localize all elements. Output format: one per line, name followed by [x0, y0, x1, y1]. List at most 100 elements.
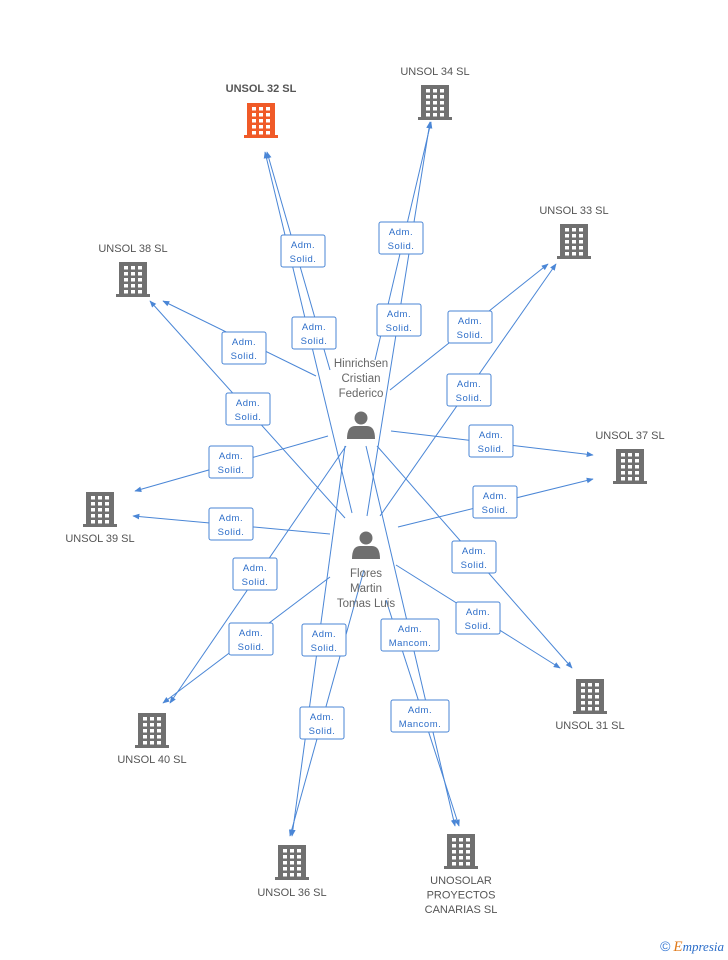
company-label: UNSOL 32 SL [226, 83, 297, 95]
building-icon [275, 845, 309, 880]
brand-name: mpresia [682, 939, 724, 954]
edge-role-badge[interactable]: Adm.Solid. [376, 303, 422, 337]
company-node-u33[interactable]: UNSOL 33 SL [539, 205, 609, 259]
company-label-line: PROYECTOS [427, 890, 496, 902]
edge-role-badge[interactable]: Adm.Solid. [472, 485, 518, 519]
edge-role-line-2: Solid. [290, 254, 317, 265]
building-icon [418, 85, 452, 120]
edge-role-badge[interactable]: Adm.Solid. [451, 540, 497, 574]
company-node-u38[interactable]: UNSOL 38 SL [98, 243, 168, 297]
company-label: UNSOL 36 SL [257, 887, 326, 899]
edge-labels-layer: Adm. Solid. Adm. Solid. Adm. Solid. Adm. Solid.… [208, 221, 518, 740]
edge-role-box [232, 557, 278, 591]
edge-role-badge[interactable]: Adm. Solid. [225, 392, 271, 426]
edge-role-box [451, 540, 497, 574]
edge-role-badge[interactable]: Adm.Solid. [447, 310, 493, 344]
edge-role-line-2: Solid. [242, 577, 269, 588]
edge-role-line-1: Adm. [457, 379, 481, 390]
edge-role-badge[interactable]: Adm.Mancom. [380, 618, 440, 652]
edge-role-line-1: Adm. [479, 430, 503, 441]
company-label: UNSOL 31 SL [555, 720, 624, 732]
building-icon [573, 679, 607, 714]
edge-role-line-1: Adm. [387, 309, 411, 320]
edge-role-box [378, 221, 424, 255]
edge-role-box [301, 623, 347, 657]
edge-role-line-2: Solid. [456, 393, 483, 404]
edge-role-box [280, 234, 326, 268]
company-label: UNSOL 39 SL [65, 533, 134, 545]
edge-role-line-1: Adm. [310, 712, 334, 723]
company-node-u31[interactable]: UNSOL 31 SL [555, 679, 625, 732]
edge-role-line-2: Solid. [388, 241, 415, 252]
edge-role-line-2: Solid. [457, 330, 484, 341]
edge-role-badge[interactable]: Adm. Solid. [468, 424, 514, 458]
company-node-u40[interactable]: UNSOL 40 SL [117, 713, 187, 766]
person-icon [352, 531, 380, 559]
edges-layer [132, 121, 594, 837]
edge-role-line-1: Adm. [389, 227, 413, 238]
edge-role-box [468, 424, 514, 458]
person-label-line: Flores [350, 568, 382, 580]
company-node-u39[interactable]: UNSOL 39 SL [65, 492, 135, 545]
building-icon [135, 713, 169, 748]
edge-role-line-2: Mancom. [399, 719, 442, 730]
edge-role-badge[interactable]: Adm. Solid. [232, 557, 278, 591]
edge-role-box [208, 445, 254, 479]
edge-role-box [225, 392, 271, 426]
edge-role-line-1: Adm. [219, 513, 243, 524]
edge-role-badge[interactable]: Adm.Solid. [291, 316, 337, 350]
edge-role-line-2: Solid. [309, 726, 336, 737]
edge-role-badge[interactable]: Adm.Solid. [228, 622, 274, 656]
edge-role-line-2: Solid. [478, 444, 505, 455]
edge-role-box [376, 303, 422, 337]
building-icon [244, 103, 278, 138]
edge-role-badge[interactable]: Adm. Solid. [299, 706, 345, 740]
edge-role-badge[interactable]: Adm.Solid. [208, 445, 254, 479]
edge-role-line-2: Solid. [231, 351, 258, 362]
edge-role-line-2: Solid. [218, 465, 245, 476]
brand-initial: E [673, 939, 683, 955]
edge-role-line-1: Adm. [291, 240, 315, 251]
edge-role-line-1: Adm. [236, 398, 260, 409]
company-label: UNSOL 37 SL [595, 430, 664, 442]
company-label: UNSOL 40 SL [117, 754, 186, 766]
edge-role-box [390, 699, 450, 733]
company-node-u37[interactable]: UNSOL 37 SL [595, 430, 665, 484]
edge-role-line-2: Solid. [238, 642, 265, 653]
company-label-line: CANARIAS SL [425, 904, 498, 916]
edge-role-line-1: Adm. [466, 607, 490, 618]
edge-role-badge[interactable]: Adm.Solid. [301, 623, 347, 657]
edge-role-line-1: Adm. [408, 705, 432, 716]
company-node-u32[interactable]: UNSOL 32 SL [226, 83, 297, 138]
brand-logo: ©Empresia [660, 938, 724, 956]
edge-role-box [291, 316, 337, 350]
edge-role-box [446, 373, 492, 407]
person-label-line: Tomas Luis [337, 598, 395, 610]
building-icon [83, 492, 117, 527]
company-node-unos[interactable]: UNOSOLAR PROYECTOS CANARIAS SL [425, 834, 498, 916]
edge-role-badge[interactable]: Adm. Mancom. [390, 699, 450, 733]
building-icon [116, 262, 150, 297]
person-label-line: Cristian [342, 373, 381, 385]
edge-role-badge[interactable]: Adm.Solid. [455, 601, 501, 635]
edge-role-badge[interactable]: Adm. Solid. [446, 373, 492, 407]
edge-role-badge[interactable]: Adm. Solid. [378, 221, 424, 255]
company-label: UNSOL 33 SL [539, 205, 608, 217]
edge-role-line-2: Solid. [235, 412, 262, 423]
edge-role-line-2: Solid. [301, 336, 328, 347]
company-label-line: UNOSOLAR [430, 875, 492, 887]
edge-role-line-1: Adm. [243, 563, 267, 574]
edge-role-line-2: Solid. [482, 505, 509, 516]
edge-role-badge[interactable]: Adm. Solid. [280, 234, 326, 268]
company-node-u34[interactable]: UNSOL 34 SL [400, 66, 470, 120]
building-icon [444, 834, 478, 869]
company-node-u36[interactable]: UNSOL 36 SL [257, 845, 327, 899]
edge-role-badge[interactable]: Adm.Solid. [221, 331, 267, 365]
copyright-icon: © [660, 938, 671, 954]
edge-role-line-1: Adm. [398, 624, 422, 635]
building-icon [557, 224, 591, 259]
edge-role-badge[interactable]: Adm.Solid. [208, 507, 254, 541]
